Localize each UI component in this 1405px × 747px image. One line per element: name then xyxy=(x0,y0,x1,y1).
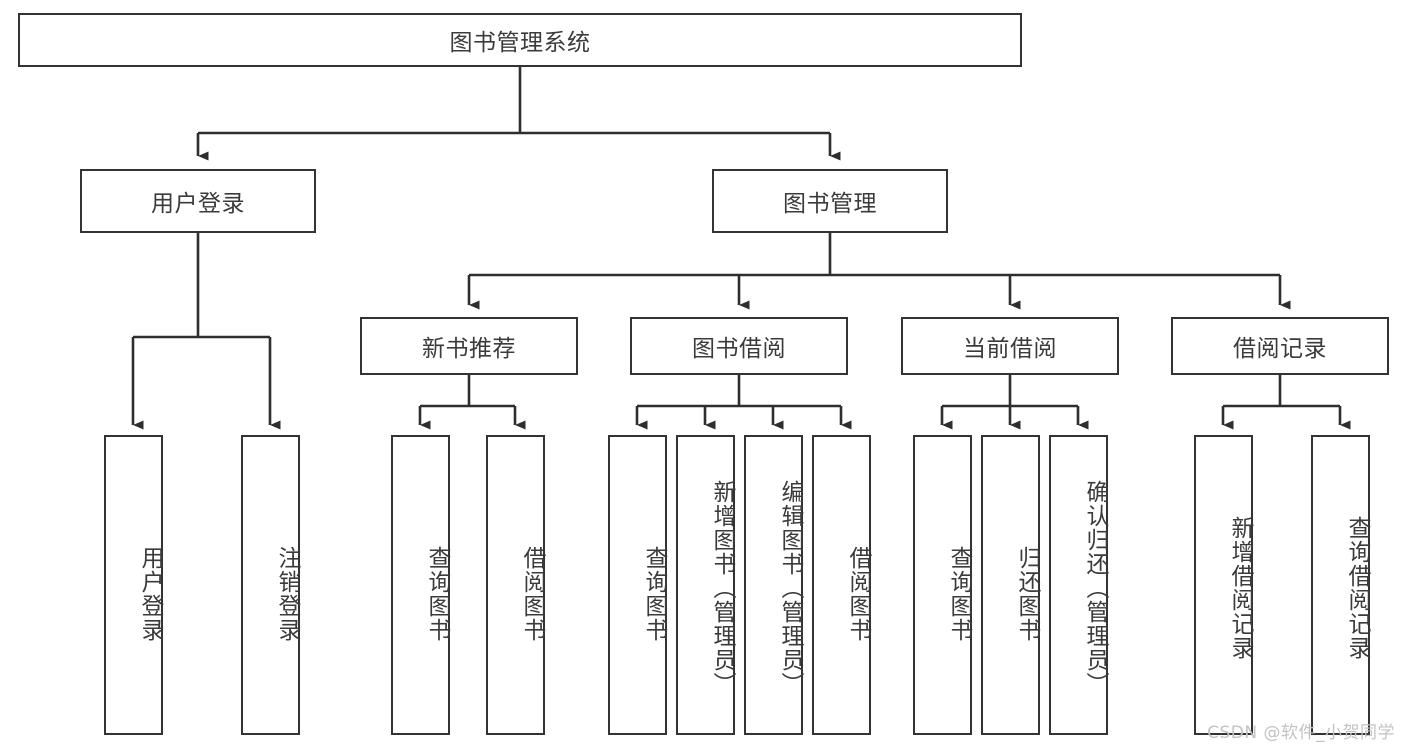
node-label: 归还图书 xyxy=(1014,546,1040,642)
node-borrow-record[interactable]: 借阅记录 xyxy=(1171,317,1389,375)
node-label: 新增借阅记录 xyxy=(1227,516,1253,660)
node-label: 查询借阅记录 xyxy=(1344,516,1370,660)
node-label: 查询图书 xyxy=(641,546,667,642)
leaf-query-book-borrow[interactable]: 查询图书 xyxy=(608,435,667,735)
node-root-system[interactable]: 图书管理系统 xyxy=(18,13,1022,67)
node-label: 查询图书 xyxy=(424,546,450,642)
leaf-add-book-admin[interactable]: 新增图书（管理员） xyxy=(676,435,735,735)
node-book-borrow[interactable]: 图书借阅 xyxy=(630,317,848,375)
leaf-query-book-recommend[interactable]: 查询图书 xyxy=(391,435,450,735)
node-current-borrow[interactable]: 当前借阅 xyxy=(901,317,1119,375)
node-label: 图书管理 xyxy=(783,191,877,217)
node-label: 图书借阅 xyxy=(692,336,786,362)
node-user-login[interactable]: 用户登录 xyxy=(80,169,316,233)
leaf-confirm-return-admin[interactable]: 确认归还（管理员） xyxy=(1049,435,1108,735)
watermark: CSDN @软件_小贺同学 xyxy=(1207,723,1395,743)
node-label: 查询图书 xyxy=(946,546,972,642)
node-label: 注销登录 xyxy=(274,546,300,642)
node-label: 编辑图书（管理员） xyxy=(777,480,803,696)
leaf-return-book[interactable]: 归还图书 xyxy=(981,435,1040,735)
node-label: 借阅记录 xyxy=(1233,336,1327,362)
node-label: 新书推荐 xyxy=(422,336,516,362)
leaf-query-book-current[interactable]: 查询图书 xyxy=(913,435,972,735)
node-label: 借阅图书 xyxy=(845,546,871,642)
node-label: 新增图书（管理员） xyxy=(709,480,735,696)
node-book-management[interactable]: 图书管理 xyxy=(712,169,948,233)
node-new-book-recommend[interactable]: 新书推荐 xyxy=(360,317,578,375)
node-label: 用户登录 xyxy=(137,546,163,642)
leaf-edit-book-admin[interactable]: 编辑图书（管理员） xyxy=(744,435,803,735)
node-label: 确认归还（管理员） xyxy=(1082,480,1108,696)
leaf-borrow-book[interactable]: 借阅图书 xyxy=(812,435,871,735)
leaf-user-login[interactable]: 用户登录 xyxy=(104,435,163,735)
node-label: 用户登录 xyxy=(151,191,245,217)
node-label: 借阅图书 xyxy=(519,546,545,642)
leaf-logout[interactable]: 注销登录 xyxy=(241,435,300,735)
leaf-query-borrow-record[interactable]: 查询借阅记录 xyxy=(1311,435,1370,735)
leaf-borrow-book-recommend[interactable]: 借阅图书 xyxy=(486,435,545,735)
node-label: 图书管理系统 xyxy=(449,30,591,56)
leaf-add-borrow-record[interactable]: 新增借阅记录 xyxy=(1194,435,1253,735)
node-label: 当前借阅 xyxy=(963,336,1057,362)
